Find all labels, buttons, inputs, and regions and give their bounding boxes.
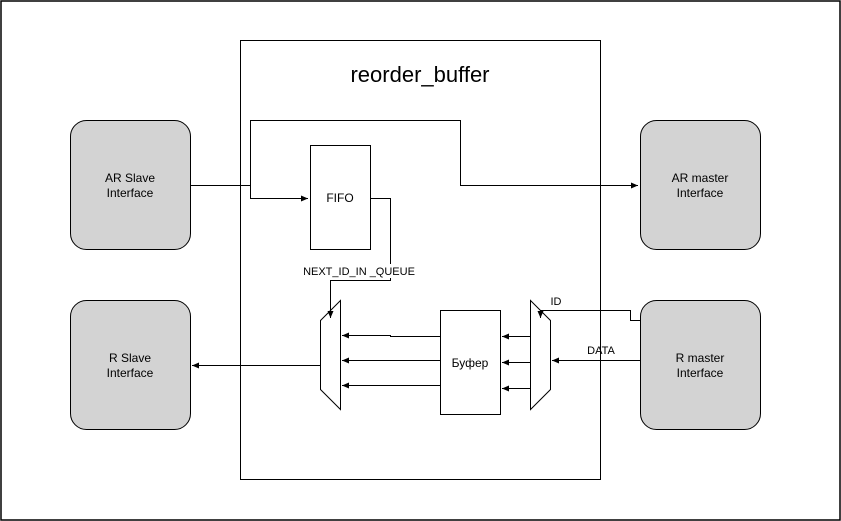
wire-ar-to-ar-master	[250, 120, 638, 189]
buffer-block: Буфер	[440, 310, 501, 415]
r-master-interface: R master Interface	[640, 300, 761, 430]
module-title: reorder_buffer	[350, 62, 489, 87]
ar-master-label-2: Interface	[677, 186, 724, 200]
r-master-label-2: Interface	[677, 366, 724, 380]
buffer-label: Буфер	[452, 356, 489, 370]
r-slave-interface: R Slave Interface	[70, 300, 191, 430]
wire-fifo-to-mux	[327, 198, 391, 318]
ar-master-label-1: AR master	[672, 171, 729, 185]
r-master-label-1: R master	[676, 351, 725, 365]
wire-ar-slave-to-fifo	[190, 185, 308, 202]
reorder-buffer-module	[240, 40, 601, 480]
ar-slave-label-1: AR Slave	[105, 171, 155, 185]
r-slave-label-1: R Slave	[109, 351, 151, 365]
ar-slave-label-2: Interface	[107, 186, 154, 200]
output-mux	[320, 299, 341, 411]
fifo-block: FIFO	[310, 145, 371, 250]
id-label: ID	[551, 296, 562, 308]
wire-buffer-to-mux-1	[342, 332, 441, 339]
fifo-label: FIFO	[326, 191, 353, 205]
data-label: DATA	[587, 345, 615, 357]
wire-id-to-demux	[537, 310, 641, 321]
input-demux	[530, 299, 551, 411]
ar-master-interface: AR master Interface	[640, 120, 761, 250]
r-slave-label-2: Interface	[107, 366, 154, 380]
next-id-label-bg	[302, 264, 414, 278]
next-id-label: NEXT_ID_IN _QUEUE	[303, 266, 415, 278]
ar-slave-interface: AR Slave Interface	[70, 120, 191, 250]
